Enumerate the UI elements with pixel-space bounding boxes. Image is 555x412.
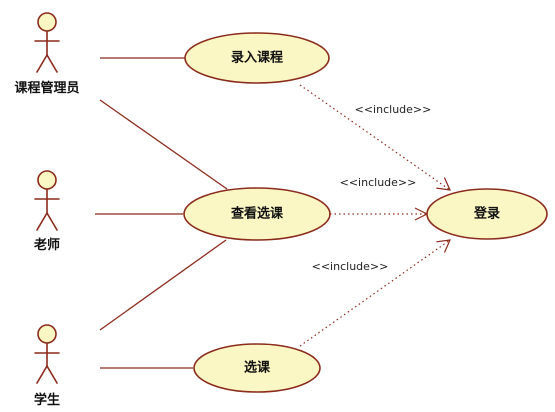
arrowhead-icon <box>436 177 451 191</box>
usecase-label: 登录 <box>473 206 500 222</box>
actor-label: 学生 <box>34 392 60 408</box>
usecases: 录入课程 查看选课 登录 选课 <box>183 32 548 393</box>
associations <box>95 57 228 369</box>
include-dependencies: <<include>> <<include>> <<include>> <box>299 84 451 347</box>
stick-figure-icon <box>34 12 60 73</box>
actor-label: 老师 <box>33 237 60 253</box>
arrowhead-icon <box>436 239 451 253</box>
include-view-selection-login <box>330 207 429 221</box>
include-label: <<include>> <box>355 103 432 116</box>
stick-figure-icon <box>34 170 60 231</box>
stick-figure-icon <box>34 324 60 384</box>
actor-teacher[interactable]: 老师 <box>33 170 60 253</box>
include-select-course-login <box>299 239 451 347</box>
assoc-admin-view-selection <box>99 99 228 190</box>
usecase-select-course[interactable]: 选课 <box>193 343 321 393</box>
include-enter-course-login <box>299 84 451 191</box>
include-label: <<include>> <box>312 260 389 273</box>
actors: 课程管理员 老师 学生 <box>14 12 80 408</box>
usecase-login[interactable]: 登录 <box>426 188 548 240</box>
usecase-label: 查看选课 <box>230 206 284 222</box>
usecase-enter-course[interactable]: 录入课程 <box>184 32 330 84</box>
actor-student[interactable]: 学生 <box>34 324 60 408</box>
actor-label: 课程管理员 <box>14 80 79 96</box>
include-label: <<include>> <box>340 176 417 189</box>
usecase-view-selection[interactable]: 查看选课 <box>183 187 331 241</box>
actor-course-admin[interactable]: 课程管理员 <box>14 12 80 96</box>
usecase-label: 选课 <box>244 360 271 376</box>
assoc-student-view-selection <box>99 239 227 331</box>
usecase-label: 录入课程 <box>231 51 283 66</box>
